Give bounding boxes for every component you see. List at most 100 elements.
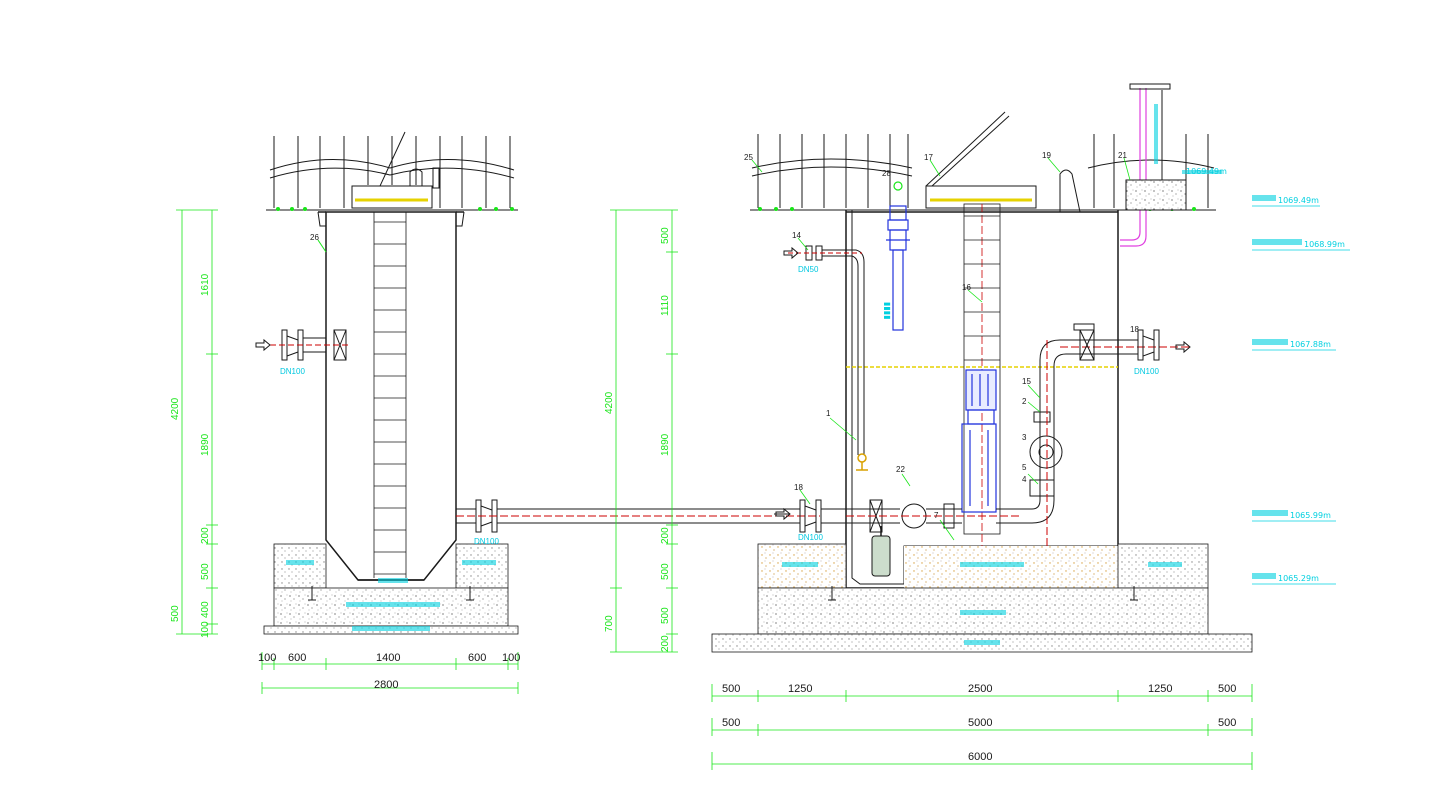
right-dim-500b: 500 — [660, 563, 671, 580]
elev-label-5-text — [1252, 573, 1276, 579]
right-ladder — [963, 203, 1001, 650]
right-hdim-total: 6000 — [968, 751, 992, 763]
left-hatch — [351, 131, 440, 209]
right-inlet-dn-label: DN100 — [798, 533, 823, 542]
callout-7: 7 — [934, 511, 939, 520]
left-vertical-dims — [176, 209, 218, 635]
callout-leaders — [751, 157, 1131, 541]
submersible-pump — [871, 526, 891, 577]
right-ladder-rungs — [964, 215, 1000, 361]
left-anchor-bolts — [308, 586, 474, 601]
vent-pipe — [1120, 83, 1187, 247]
callout-4: 4 — [1022, 475, 1027, 484]
valve-vertical-label: ▮▮▮▮ — [883, 302, 892, 320]
right-hdim-1250a: 1250 — [788, 683, 812, 695]
right-hdim-1250b: 1250 — [1148, 683, 1172, 695]
right-hdim2-500b: 500 — [1218, 717, 1236, 729]
left-fill-labels — [286, 560, 496, 631]
elevation-top: 1069.49m — [1186, 167, 1227, 176]
right-hdim2-5000: 5000 — [968, 717, 992, 729]
right-dim-200b: 200 — [660, 635, 671, 652]
right-section-view: ▮▮▮▮ — [604, 83, 1350, 770]
right-dim-1890: 1890 — [660, 433, 671, 456]
yellow-valve — [856, 453, 868, 471]
left-dim-100: 100 — [200, 621, 211, 638]
right-hdim-2500: 2500 — [968, 683, 992, 695]
right-anchor-bolts — [828, 586, 1138, 601]
elev-label-2-text — [1252, 239, 1302, 245]
left-hdim-total: 2800 — [374, 679, 398, 691]
left-callout-26: 26 — [310, 233, 319, 242]
connecting-pipe — [456, 499, 820, 533]
callout-22: 22 — [896, 465, 905, 474]
elevation-3: 1067.88m — [1290, 340, 1331, 349]
right-vertical-dims — [610, 209, 678, 653]
discharge-riser — [996, 323, 1191, 546]
callout-21: 21 — [1118, 151, 1127, 160]
callout-1: 1 — [826, 409, 831, 418]
elev-label-3-text — [1252, 339, 1288, 345]
left-inlet-dn-label: DN100 — [280, 367, 305, 376]
left-outlet-dn-label: DN100 — [474, 537, 499, 546]
left-backfill-right — [455, 543, 509, 589]
callout-15: 15 — [1022, 377, 1031, 386]
left-inlet-pipe — [255, 329, 350, 361]
elevation-4: 1065.99m — [1290, 511, 1331, 520]
left-dim-500-outer: 500 — [170, 605, 181, 622]
right-hatch — [925, 111, 1037, 209]
callout-3: 3 — [1022, 433, 1027, 442]
callout-18b: 18 — [1130, 325, 1139, 334]
right-outlet-dn-label: DN100 — [1134, 367, 1159, 376]
handrail — [1059, 169, 1081, 213]
elev-label-1-text — [1252, 195, 1276, 201]
callout-19: 19 — [1042, 151, 1051, 160]
left-dim-4200: 4200 — [170, 397, 181, 420]
elev-label-4-text — [1252, 510, 1288, 516]
left-backfill-left — [273, 543, 327, 589]
callout-28: 28 — [882, 169, 891, 178]
right-dim-4200: 4200 — [604, 391, 615, 414]
right-dim-500: 500 — [660, 227, 671, 244]
left-horizontal-dims — [261, 652, 519, 694]
right-inlet-pipe — [774, 499, 1020, 533]
elevation-leaders — [1252, 205, 1350, 585]
left-grass-marks — [276, 207, 514, 211]
left-dim-500: 500 — [200, 563, 211, 580]
left-hdim-100b: 100 — [502, 652, 520, 664]
left-dim-200: 200 — [200, 527, 211, 544]
left-hdim-100a: 100 — [258, 652, 276, 664]
left-dim-400: 400 — [200, 601, 211, 618]
left-ladder-rungs — [374, 221, 406, 575]
left-hdim-600a: 600 — [288, 652, 306, 664]
elevation-1: 1069.49m — [1278, 196, 1319, 205]
right-dim-500c: 500 — [660, 607, 671, 624]
drain-pipe-dn50 — [783, 245, 865, 455]
right-fill-labels — [782, 562, 1182, 645]
left-section-view: DN100 DN100 26 1610 1890 200 500 400 100… — [170, 131, 820, 694]
vertical-pump — [961, 369, 997, 513]
callout-2: 2 — [1022, 397, 1027, 406]
callout-18a: 18 — [794, 483, 803, 492]
right-hdim-500b: 500 — [1218, 683, 1236, 695]
right-dim-200: 200 — [660, 527, 671, 544]
blue-valve-assembly — [886, 181, 910, 331]
elevation-2: 1068.99m — [1304, 240, 1345, 249]
left-dim-1890: 1890 — [200, 433, 211, 456]
callout-16: 16 — [962, 283, 971, 292]
vent-labels — [1154, 104, 1222, 174]
right-hdim-500a: 500 — [722, 683, 740, 695]
elevation-5: 1065.29m — [1278, 574, 1319, 583]
right-dim-1110: 1110 — [660, 295, 671, 316]
right-horizontal-dims — [711, 684, 1253, 770]
left-hdim-1400: 1400 — [376, 652, 400, 664]
callout-17: 17 — [924, 153, 933, 162]
callout-14: 14 — [792, 231, 801, 240]
right-dn50-label: DN50 — [798, 265, 819, 274]
right-fence-left — [751, 134, 913, 208]
left-ladder — [373, 212, 407, 578]
left-fence — [266, 136, 518, 211]
right-dim-700: 700 — [604, 615, 615, 632]
left-tank — [317, 211, 465, 581]
left-hdim-600b: 600 — [468, 652, 486, 664]
